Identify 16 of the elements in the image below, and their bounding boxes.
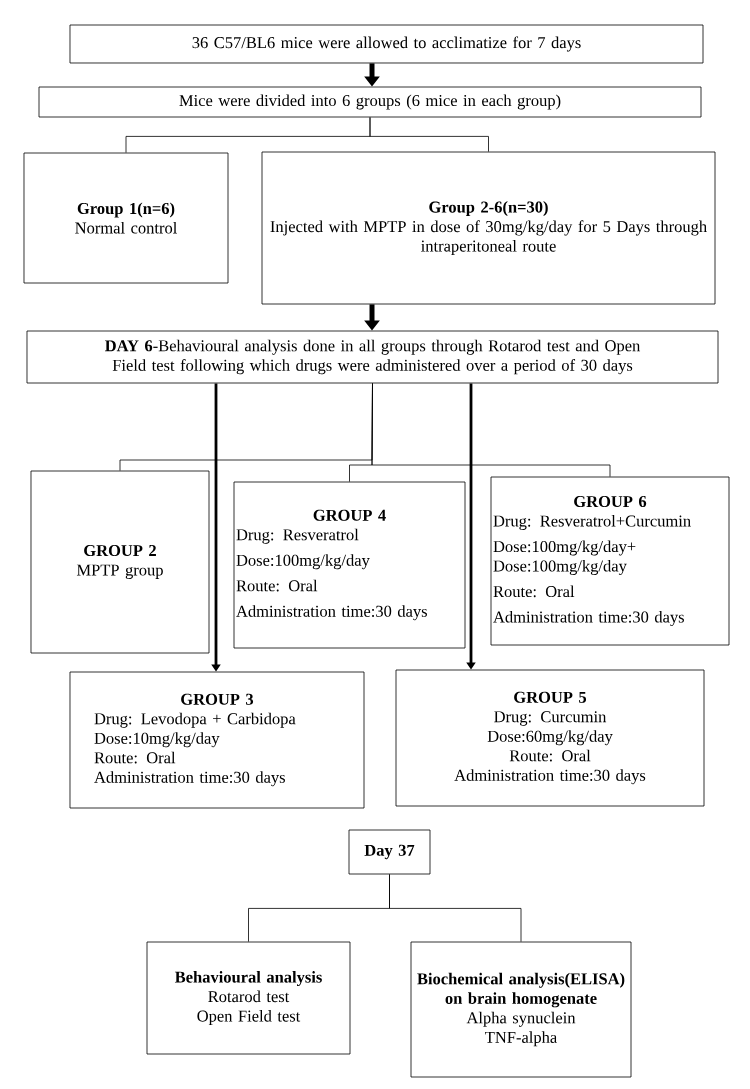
group-box: GROUP 4 Drug: Resveratrol Dose:100mg/kg/day Route: Oral Administration time:30 days: [233, 481, 466, 649]
process-box: Day 37: [348, 829, 431, 875]
analysis-box: Behavioural analysis Rotarod test Open Field test: [146, 941, 351, 1055]
group-box: GROUP 5 Drug: Curcumin Dose:60mg/kg/day Route: Oral Administration time:30 days: [395, 669, 705, 807]
process-box: 36 C57/BL6 mice were allowed to acclimatize for 7 days: [69, 24, 704, 64]
group-box: GROUP 2 MPTP group: [30, 470, 210, 654]
analysis-box: Biochemical analysis(ELISA) on brain homogenate Alpha synuclein TNF-alpha: [410, 941, 632, 1078]
connector-line: [369, 117, 489, 152]
group-box: GROUP 3 Drug: Levodopa + Carbidopa Dose:10mg/kg/day Route: Oral Administration time:30 days: [69, 671, 365, 809]
connector-line: [389, 874, 522, 942]
connector-line: [371, 383, 611, 477]
group-box: Group 2-6(n=30) Injected with MPTP in dose of 30mg/kg/day for 5 Days through intraperitoneal route: [261, 151, 716, 305]
process-box: DAY 6-Behavioural analysis done in all groups through Rotarod test and Open Field test following which drugs were administered over a period of 30 days: [26, 330, 719, 384]
process-box: Mice were divided into 6 groups (6 mice in each group): [38, 86, 702, 118]
group-box: Group 1(n=6) Normal control: [23, 152, 229, 284]
group-box: GROUP 6 Drug: Resveratrol+Curcumin Dose:100mg/kg/day+Dose:100mg/kg/day Route: Oral Administration time:30 days: [490, 476, 730, 646]
